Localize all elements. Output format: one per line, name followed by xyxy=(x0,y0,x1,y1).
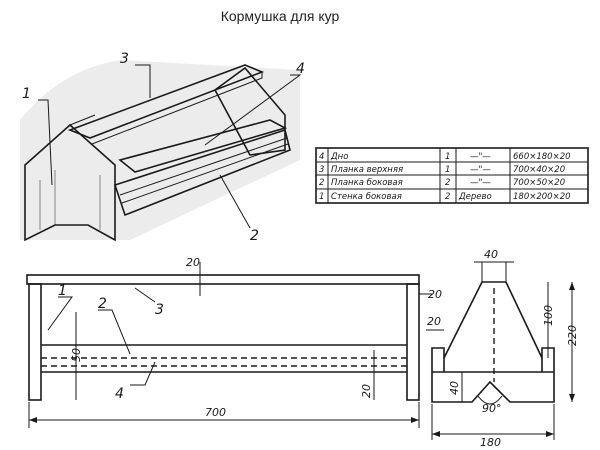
parts-row: 3 Планка верхняя 1 —"— 700×40×20 xyxy=(319,165,565,175)
callout-leader-4 xyxy=(130,361,156,386)
part-no: 4 xyxy=(319,152,324,162)
dim-top-thickness: 20 xyxy=(186,256,200,269)
end-wall-edge xyxy=(69,114,96,126)
callout-4: 4 xyxy=(115,386,124,402)
front-wall-left xyxy=(28,283,42,401)
angle-arc xyxy=(477,395,503,405)
callout-2: 2 xyxy=(98,296,107,312)
callout-4: 4 xyxy=(296,61,305,77)
part-qty: 2 xyxy=(445,178,450,188)
callout-leader-1 xyxy=(47,296,73,331)
page-title: Кормушка для кур xyxy=(220,8,340,24)
part-size: 180×200×20 xyxy=(513,192,571,202)
parts-row: 2 Планка боковая 2 —"— 700×50×20 xyxy=(319,178,565,188)
parts-row: 4 Дно 1 —"— 660×180×20 xyxy=(319,152,571,162)
callout-2: 2 xyxy=(250,228,259,244)
isometric-view: 1 3 4 2 xyxy=(20,51,305,244)
part-no: 2 xyxy=(319,178,324,188)
dim-angle: 90° xyxy=(482,402,502,415)
end-wall-left xyxy=(24,123,116,242)
part-name: Стенка боковая xyxy=(331,192,402,202)
dim-bottom-gap: 20 xyxy=(360,384,373,398)
front-view: 700 20 20 50 20 1 2 3 4 xyxy=(26,256,442,428)
side-profile-outline xyxy=(431,281,555,403)
part-material: Дерево xyxy=(458,192,492,202)
part-name: Дно xyxy=(330,152,348,162)
front-top-rail xyxy=(26,274,420,285)
part-size: 700×50×20 xyxy=(513,178,565,188)
dim-slat-height: 50 xyxy=(70,348,83,362)
callout-1: 1 xyxy=(58,283,67,299)
callout-3: 3 xyxy=(120,51,129,67)
dim-top-width: 40 xyxy=(484,248,498,261)
dim-total-width: 180 xyxy=(480,436,501,449)
callout-leader-4 xyxy=(204,74,302,146)
part-qty: 1 xyxy=(445,165,450,175)
part-material: —"— xyxy=(470,178,491,188)
parts-table: 4 Дно 1 —"— 660×180×20 3 Планка верхняя … xyxy=(315,147,589,204)
callout-leader-1 xyxy=(38,99,53,186)
parts-row: 1 Стенка боковая 2 Дерево 180×200×20 xyxy=(319,192,571,202)
callout-leader-2 xyxy=(219,174,251,229)
dim-side-gap: 20 xyxy=(428,288,442,301)
callout-1: 1 xyxy=(22,86,31,102)
part-qty: 2 xyxy=(445,192,450,202)
callout-leader-3 xyxy=(135,64,151,98)
slat-grain-1 xyxy=(119,137,288,196)
side-slat-front xyxy=(113,128,291,217)
part-material: —"— xyxy=(470,165,491,175)
part-name: Планка боковая xyxy=(331,178,403,188)
callout-3: 3 xyxy=(155,302,164,318)
part-size: 660×180×20 xyxy=(513,152,571,162)
side-view: 40 100 220 20 40 90° 180 xyxy=(426,248,579,449)
dim-total-height: 220 xyxy=(566,325,579,346)
slat-grain-2 xyxy=(121,143,289,204)
dim-inner-height: 100 xyxy=(542,305,555,326)
dim-left-step: 20 xyxy=(427,315,441,328)
front-wall-right xyxy=(406,283,420,401)
wall-grain xyxy=(39,170,101,230)
part-size: 700×40×20 xyxy=(513,165,565,175)
part-material: —"— xyxy=(470,152,491,162)
dim-length: 700 xyxy=(205,406,226,419)
dim-foot-height: 40 xyxy=(448,381,461,395)
callout-leader-3 xyxy=(134,287,156,303)
part-name: Планка верхняя xyxy=(331,165,403,175)
part-no: 3 xyxy=(319,165,324,175)
callout-leader-2 xyxy=(98,309,131,355)
part-no: 1 xyxy=(319,192,324,202)
part-qty: 1 xyxy=(445,152,450,162)
top-rail-side xyxy=(89,71,263,145)
